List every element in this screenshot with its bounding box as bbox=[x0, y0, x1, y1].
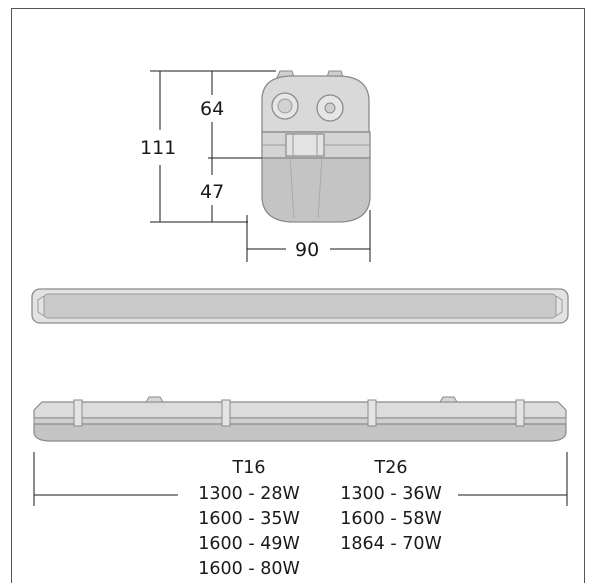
side-clip-2 bbox=[221, 399, 231, 427]
dimension-lines bbox=[150, 70, 371, 262]
t26-row: 1300 - 36W bbox=[340, 484, 442, 504]
top-view-lens bbox=[43, 293, 557, 319]
top-view-end-cap-left bbox=[37, 295, 45, 317]
t16-row: 1300 - 28W bbox=[198, 484, 300, 504]
diffuser-rib-1 bbox=[289, 157, 295, 219]
length-dimension bbox=[33, 452, 568, 506]
t16-row: 1600 - 49W bbox=[198, 534, 300, 554]
dim-label-width: 90 bbox=[295, 239, 319, 261]
t26-heading: T26 bbox=[374, 458, 408, 478]
top-view-end-cap-right bbox=[555, 295, 563, 317]
t16-heading: T16 bbox=[232, 458, 266, 478]
side-clip-4 bbox=[515, 399, 525, 427]
side-clip-3 bbox=[367, 399, 377, 427]
cable-gland-left-inner bbox=[277, 98, 293, 114]
diffuser-rib-2 bbox=[317, 157, 323, 219]
side-view-clamp-strip bbox=[33, 417, 567, 425]
dim-label-lower-height: 47 bbox=[200, 181, 224, 203]
diffuser bbox=[261, 157, 371, 223]
side-view bbox=[33, 396, 567, 442]
t16-row: 1600 - 80W bbox=[198, 559, 300, 579]
top-view bbox=[31, 288, 569, 324]
cable-gland-right-inner bbox=[324, 102, 336, 114]
t26-row: 1600 - 58W bbox=[340, 509, 442, 529]
side-gland-1 bbox=[145, 396, 164, 403]
t26-row: 1864 - 70W bbox=[340, 534, 442, 554]
clamp-latch bbox=[285, 133, 325, 157]
drawing-frame bbox=[11, 8, 585, 583]
side-view-top-housing bbox=[33, 401, 567, 419]
dim-label-upper-height: 64 bbox=[200, 98, 224, 120]
end-view bbox=[261, 70, 371, 223]
t16-row: 1600 - 35W bbox=[198, 509, 300, 529]
side-gland-2 bbox=[439, 396, 458, 403]
side-view-diffuser bbox=[33, 423, 567, 442]
spec-table: T16 T26 1300 - 28W 1600 - 35W 1600 - 49W… bbox=[198, 458, 442, 579]
side-clip-1 bbox=[73, 399, 83, 427]
dim-label-total-height: 111 bbox=[140, 137, 176, 159]
